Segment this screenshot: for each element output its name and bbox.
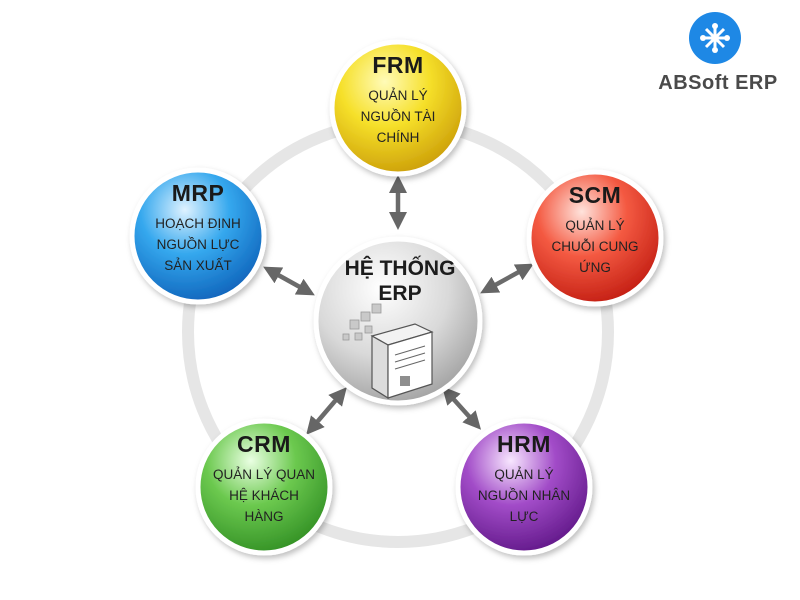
- node-mrp-title: MRP: [171, 180, 225, 206]
- node-crm-desc-line: HỆ KHÁCH: [229, 488, 299, 503]
- node-mrp-desc-line: HOẠCH ĐỊNH: [155, 216, 241, 231]
- node-crm-desc-line: QUẢN LÝ QUAN: [212, 467, 316, 482]
- arrow-mrp: [263, 266, 315, 296]
- logo-text: ABSoft ERP: [658, 72, 778, 94]
- center-title-line2: ERP: [378, 282, 422, 305]
- server-icon: [342, 303, 434, 400]
- node-mrp-circle: [129, 167, 267, 305]
- node-mrp: MRP HOẠCH ĐỊNH NGUỒN LỰC SẢN XUẤT: [128, 180, 268, 276]
- node-hrm-desc: QUẢN LÝ NGUỒN NHÂN LỰC: [454, 464, 594, 527]
- node-frm-circle: [329, 39, 467, 177]
- center-title: HỆ THỐNG ERP: [320, 256, 480, 306]
- node-crm-circle: [195, 418, 333, 556]
- node-scm-desc: QUẢN LÝ CHUỖI CUNG ỨNG: [525, 215, 665, 278]
- node-frm: FRM QUẢN LÝ NGUỒN TÀI CHÍNH: [328, 52, 468, 148]
- node-frm-title: FRM: [372, 52, 424, 78]
- center-circle: [313, 236, 483, 406]
- node-mrp-desc-line: NGUỒN LỰC: [156, 237, 240, 252]
- node-hrm-title: HRM: [497, 431, 551, 457]
- node-scm-desc-line: CHUỖI CUNG: [551, 239, 639, 254]
- node-scm-circle: [526, 169, 664, 307]
- arrow-crm: [306, 387, 347, 435]
- node-scm-desc-line: QUẢN LÝ: [565, 218, 625, 233]
- node-frm-desc-line: NGUỒN TÀI: [360, 109, 436, 124]
- node-crm: CRM QUẢN LÝ QUAN HỆ KHÁCH HÀNG: [194, 431, 334, 527]
- arrow-hrm: [441, 386, 482, 430]
- node-frm-desc-line: QUẢN LÝ: [368, 88, 428, 103]
- node-crm-title: CRM: [237, 431, 291, 457]
- node-frm-desc-line: CHÍNH: [376, 130, 420, 145]
- arrow-scm: [480, 263, 534, 294]
- node-hrm-desc-line: LỰC: [509, 509, 539, 524]
- node-mrp-desc-line: SẢN XUẤT: [164, 258, 232, 273]
- node-hrm: HRM QUẢN LÝ NGUỒN NHÂN LỰC: [454, 431, 594, 527]
- node-hrm-circle: [455, 418, 593, 556]
- center-title-line1: HỆ THỐNG: [344, 257, 456, 280]
- node-scm-title: SCM: [568, 182, 622, 208]
- logo-mark-icon: [689, 12, 741, 64]
- node-scm: SCM QUẢN LÝ CHUỖI CUNG ỨNG: [525, 182, 665, 278]
- node-scm-desc-line: ỨNG: [579, 260, 611, 275]
- node-hrm-desc-line: QUẢN LÝ: [494, 467, 554, 482]
- node-crm-desc-line: HÀNG: [244, 509, 284, 524]
- node-frm-desc: QUẢN LÝ NGUỒN TÀI CHÍNH: [328, 85, 468, 148]
- node-mrp-desc: HOẠCH ĐỊNH NGUỒN LỰC SẢN XUẤT: [128, 213, 268, 276]
- node-hrm-desc-line: NGUỒN NHÂN: [477, 488, 571, 503]
- node-crm-desc: QUẢN LÝ QUAN HỆ KHÁCH HÀNG: [194, 464, 334, 527]
